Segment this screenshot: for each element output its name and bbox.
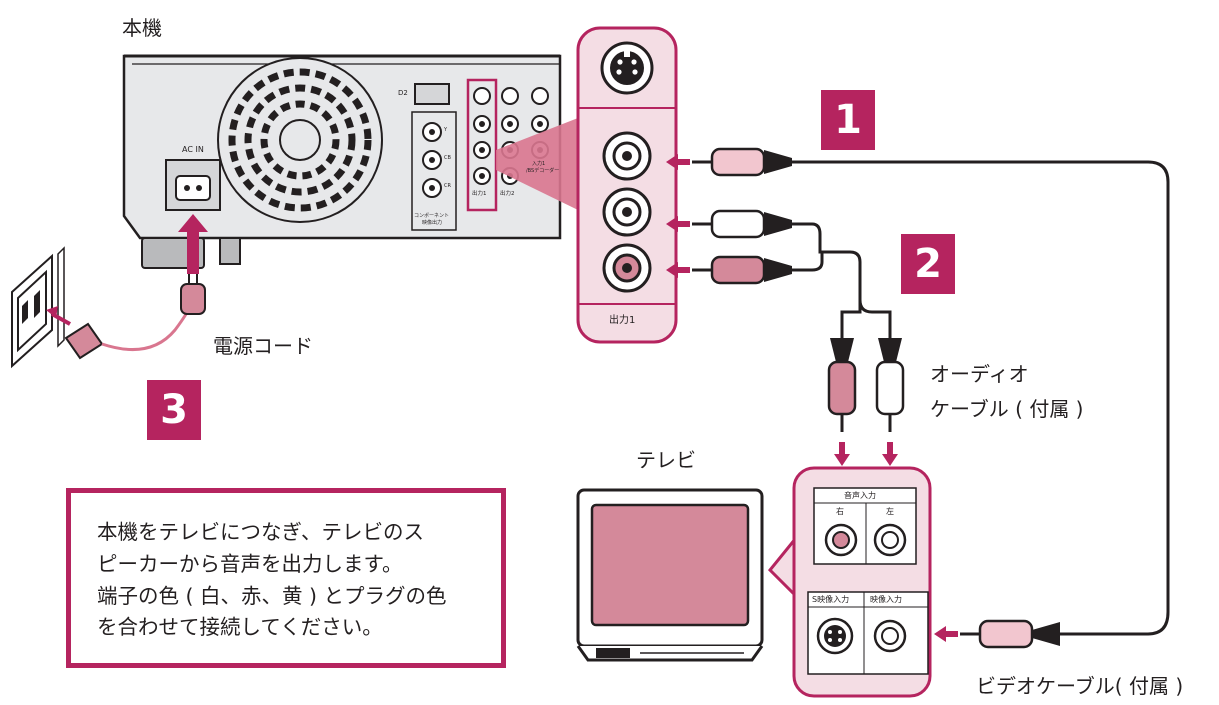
instruction-line-2: ピーカーから音声を出力します。 xyxy=(97,551,403,576)
audio-in-label: 音声入力 xyxy=(844,491,876,500)
jack-cb-label: CB xyxy=(444,155,451,161)
component-label-line1: コンポーネント xyxy=(414,213,450,219)
output-zoom-panel xyxy=(576,26,678,344)
plug-arrows xyxy=(666,154,690,278)
out2-panel-label: 出力2 xyxy=(500,191,515,197)
audio-cable-label-line1: オーディオ xyxy=(930,362,1029,386)
d2-connector xyxy=(414,83,450,105)
video-in-label: 映像入力 xyxy=(870,595,902,604)
tv-input-panel xyxy=(792,466,932,698)
unit-label: 本機 xyxy=(122,16,162,40)
tv-callout-wedge xyxy=(767,533,798,600)
instruction-box: 本機をテレビにつなぎ、テレビのス ピーカーから音声を出力します。 端子の色 ( … xyxy=(66,488,506,668)
video-plug-tv xyxy=(934,619,1060,649)
ac-in-label: AC IN xyxy=(182,145,204,154)
white-audio-plug xyxy=(692,209,792,239)
tv-label: テレビ xyxy=(636,448,696,472)
instruction-line-1: 本機をテレビにつなぎ、テレビのス xyxy=(97,520,424,544)
fan-grille xyxy=(217,57,383,223)
instruction-line-4: を合わせて接続してください。 xyxy=(97,615,383,640)
unit-rear-panel xyxy=(122,54,562,269)
instruction-line-3: 端子の色 ( 白、赤、黄 ) とプラグの色 xyxy=(97,583,447,608)
power-cord-label: 電源コード xyxy=(213,334,313,358)
d2-label: D2 xyxy=(398,89,408,97)
component-label-line2: 映像出力 xyxy=(422,220,443,226)
step-badge-3: 3 xyxy=(147,380,201,440)
step-badge-2: 2 xyxy=(901,234,955,294)
in1-panel-label-line1: 入力1 xyxy=(532,161,546,167)
red-audio-plug xyxy=(692,255,792,285)
in1-panel-label-line2: /BSデコーダー xyxy=(526,168,560,174)
audio-cable-label-line2: ケーブル ( 付属 ) xyxy=(930,397,1084,421)
ac-in-socket xyxy=(165,159,221,211)
audio-plugs-vertical xyxy=(827,338,905,466)
left-label: 左 xyxy=(886,507,894,516)
wall-outlet xyxy=(11,246,65,369)
step-badge-1: 1 xyxy=(821,90,875,150)
zoom-out1-label: 出力1 xyxy=(609,315,636,326)
video-cable-label: ビデオケーブル( 付属 ) xyxy=(976,674,1184,698)
out1-panel-label: 出力1 xyxy=(472,191,487,197)
cables xyxy=(790,160,1170,636)
s-video-in-label: S映像入力 xyxy=(812,595,850,604)
tv xyxy=(576,488,764,662)
power-plug xyxy=(46,274,206,360)
right-label: 右 xyxy=(836,507,844,516)
video-plug-output xyxy=(692,147,792,177)
zoom-wedge xyxy=(496,118,578,210)
jack-cr-label: CR xyxy=(444,183,451,189)
ac-in-arrow xyxy=(178,214,208,274)
jack-y-label: Y xyxy=(444,127,448,133)
